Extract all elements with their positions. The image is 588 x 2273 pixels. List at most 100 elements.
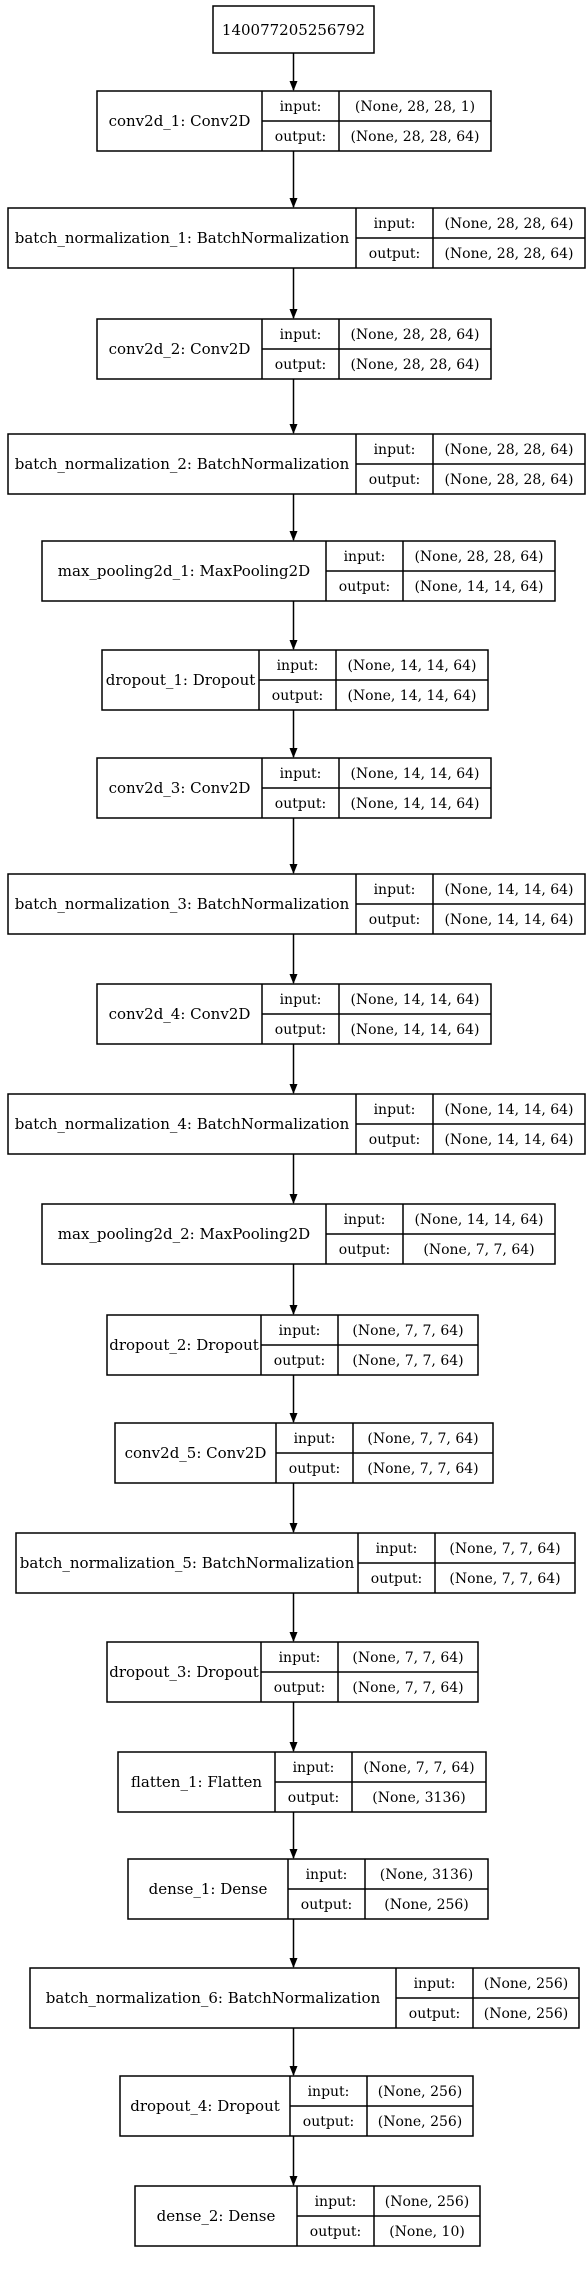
output-shape: (None, 3136)	[372, 1790, 465, 1806]
layer-name: batch_normalization_5: BatchNormalizatio…	[20, 1554, 355, 1572]
output-shape: (None, 28, 28, 64)	[350, 357, 479, 373]
layer-node: dropout_1: Dropout input: output: (None, 14…	[101, 649, 489, 711]
layer-name: conv2d_1: Conv2D	[109, 112, 251, 130]
input-shape: (None, 14, 14, 64)	[444, 1102, 573, 1118]
input-shape: (None, 14, 14, 64)	[347, 658, 476, 674]
output-shape: (None, 7, 7, 64)	[367, 1461, 478, 1477]
layer-name: dense_1: Dense	[149, 1880, 268, 1898]
output-label: output:	[310, 2224, 361, 2240]
input-label: input:	[344, 1212, 386, 1228]
input-shape: (None, 28, 28, 64)	[444, 442, 573, 458]
output-shape: (None, 14, 14, 64)	[347, 688, 476, 704]
layer-name: conv2d_5: Conv2D	[125, 1444, 267, 1462]
output-shape: (None, 7, 7, 64)	[449, 1571, 560, 1587]
input-shape: (None, 256)	[378, 2084, 463, 2100]
input-shape: (None, 14, 14, 64)	[350, 992, 479, 1008]
output-shape: (None, 14, 14, 64)	[414, 579, 543, 595]
output-label: output:	[369, 912, 420, 928]
input-shape: (None, 14, 14, 64)	[350, 766, 479, 782]
output-shape: (None, 256)	[384, 1897, 469, 1913]
input-shape: (None, 28, 28, 64)	[414, 549, 543, 565]
output-shape: (None, 256)	[484, 2006, 569, 2022]
output-label: output:	[303, 2114, 354, 2130]
input-label: input:	[280, 766, 322, 782]
input-label: input:	[277, 658, 319, 674]
output-label: output:	[275, 796, 326, 812]
input-label: input:	[315, 2194, 357, 2210]
input-shape: (None, 256)	[385, 2194, 470, 2210]
output-shape: (None, 256)	[378, 2114, 463, 2130]
input-label: input:	[306, 1867, 348, 1883]
layer-name: conv2d_3: Conv2D	[109, 779, 251, 797]
input-label: input:	[374, 216, 416, 232]
input-shape: (None, 28, 28, 64)	[350, 327, 479, 343]
layer-name: dropout_4: Dropout	[130, 2097, 280, 2115]
layer-node: batch_normalization_2: BatchNormalizatio…	[7, 433, 586, 495]
output-shape: (None, 14, 14, 64)	[444, 912, 573, 928]
layer-name: dropout_2: Dropout	[109, 1336, 259, 1354]
layer-name: batch_normalization_4: BatchNormalizatio…	[15, 1115, 350, 1133]
output-label: output:	[288, 1790, 339, 1806]
layer-name: dropout_1: Dropout	[106, 671, 256, 689]
input-shape: (None, 7, 7, 64)	[367, 1431, 478, 1447]
output-label: output:	[274, 1680, 325, 1696]
input-label: input:	[374, 442, 416, 458]
output-shape: (None, 7, 7, 64)	[352, 1680, 463, 1696]
output-label: output:	[272, 688, 323, 704]
root-node-box	[212, 5, 375, 54]
layer-name: max_pooling2d_2: MaxPooling2D	[58, 1225, 310, 1243]
input-label: input:	[280, 99, 322, 115]
input-shape: (None, 14, 14, 64)	[444, 882, 573, 898]
output-shape: (None, 10)	[389, 2224, 465, 2240]
input-label: input:	[294, 1431, 336, 1447]
layer-name: batch_normalization_1: BatchNormalizatio…	[15, 229, 350, 247]
input-label: input:	[376, 1541, 418, 1557]
input-label: input:	[280, 992, 322, 1008]
input-label: input:	[374, 882, 416, 898]
root-node-label: 140077205256792	[222, 21, 365, 39]
layer-name: flatten_1: Flatten	[131, 1773, 262, 1791]
input-label: input:	[374, 1102, 416, 1118]
layer-node: conv2d_3: Conv2D input: output: (None, 14, …	[96, 757, 492, 819]
input-shape: (None, 28, 28, 64)	[444, 216, 573, 232]
output-label: output:	[275, 357, 326, 373]
layer-name: conv2d_2: Conv2D	[109, 340, 251, 358]
output-label: output:	[339, 579, 390, 595]
input-label: input:	[344, 549, 386, 565]
layer-node: conv2d_2: Conv2D input: output: (None, 28, …	[96, 318, 492, 380]
layer-name: conv2d_4: Conv2D	[109, 1005, 251, 1023]
output-shape: (None, 14, 14, 64)	[350, 796, 479, 812]
root-node: 140077205256792	[212, 5, 375, 54]
input-label: input:	[293, 1760, 335, 1776]
output-label: output:	[409, 2006, 460, 2022]
input-label: input:	[279, 1323, 321, 1339]
layer-name: batch_normalization_6: BatchNormalizatio…	[46, 1989, 381, 2007]
output-label: output:	[369, 472, 420, 488]
input-shape: (None, 3136)	[380, 1867, 473, 1883]
input-label: input:	[280, 327, 322, 343]
output-label: output:	[274, 1353, 325, 1369]
layer-name: batch_normalization_2: BatchNormalizatio…	[15, 455, 350, 473]
output-shape: (None, 28, 28, 64)	[444, 472, 573, 488]
input-shape: (None, 256)	[484, 1976, 569, 1992]
input-label: input:	[279, 1650, 321, 1666]
layer-name: dropout_3: Dropout	[109, 1663, 259, 1681]
output-shape: (None, 7, 7, 64)	[423, 1242, 534, 1258]
layer-node: batch_normalization_4: BatchNormalizatio…	[7, 1093, 586, 1155]
layer-name: batch_normalization_3: BatchNormalizatio…	[15, 895, 350, 913]
output-label: output:	[369, 1132, 420, 1148]
output-shape: (None, 28, 28, 64)	[444, 246, 573, 262]
layer-node: batch_normalization_3: BatchNormalizatio…	[7, 873, 586, 935]
input-shape: (None, 14, 14, 64)	[414, 1212, 543, 1228]
input-label: input:	[414, 1976, 456, 1992]
layer-node: max_pooling2d_1: MaxPooling2Dinput:outpu…	[41, 540, 556, 602]
input-shape: (None, 7, 7, 64)	[352, 1650, 463, 1666]
